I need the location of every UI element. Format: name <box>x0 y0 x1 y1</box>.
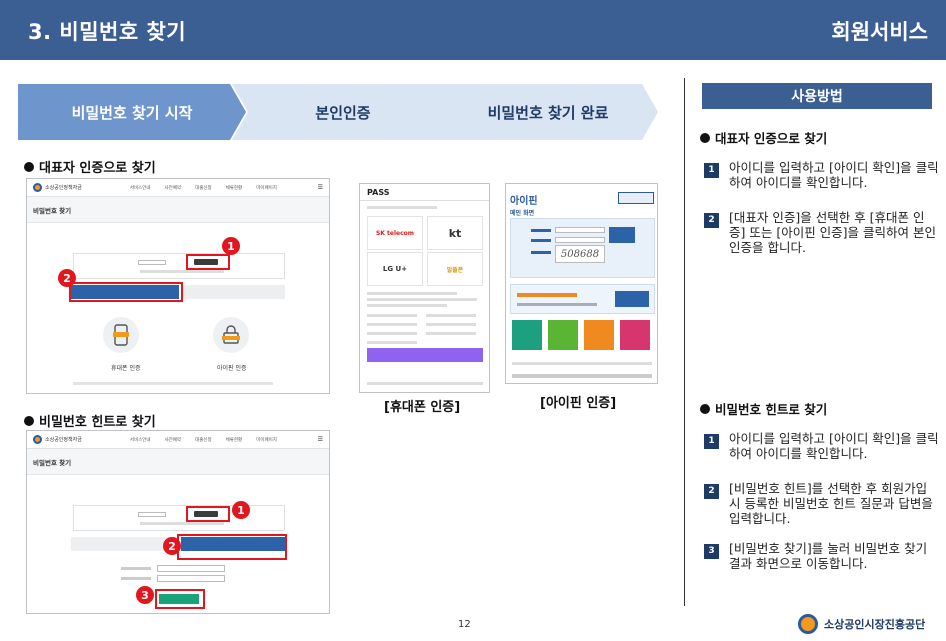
pw-hint-highlight <box>177 534 287 560</box>
ipin-tile-new <box>512 320 542 350</box>
ipin-simple-auth <box>510 284 655 314</box>
step-number-badge: 1 <box>704 434 719 449</box>
footer-logo: 소상공인시장진흥공단 <box>798 614 925 634</box>
mock-rep-screen: 소상공인정책자금 서비스안내 사전예약 대출신청 체류현황 마이페이지 ☰ 비밀… <box>26 178 330 394</box>
page-title: 3. 비밀번호 찾기 <box>28 20 187 44</box>
bullet-icon <box>24 162 34 172</box>
rp-hint-head: 비밀번호 힌트로 찾기 <box>700 399 827 418</box>
step-number-badge: 1 <box>704 163 719 178</box>
bullet-icon <box>700 404 710 414</box>
step-number-badge: 3 <box>704 544 719 559</box>
org-logo-icon <box>798 614 818 634</box>
step-number-badge: 2 <box>704 484 719 499</box>
find-pw-button <box>159 594 199 604</box>
ipin-brand: 아이핀 <box>510 196 538 207</box>
step-start-label: 비밀번호 찾기 시작 <box>71 103 193 122</box>
id-hint-text <box>140 270 224 273</box>
section-rep-label: 대표자 인증으로 찾기 <box>24 157 156 176</box>
find-pw-highlight <box>155 589 205 609</box>
ipin-auth-icon <box>213 317 249 353</box>
ipin-login-box: 508688 <box>510 218 655 278</box>
rp-hint-item-2: 2 [비밀번호 힌트]를 선택한 후 회원가입 시 등록한 비밀번호 힌트 질문… <box>704 481 939 526</box>
mock-ipin-screen: 아이핀 메인 화면 508688 <box>505 183 658 384</box>
carrier-kt: kt <box>427 216 483 250</box>
bullet-icon <box>24 416 34 426</box>
rp-rep-item-2: 2 [대표자 인증]을 선택한 후 [휴대폰 인증] 또는 [아이핀 인증]을 … <box>704 210 939 255</box>
tab-pw-hint <box>181 537 285 551</box>
step-badge-1: 1 <box>222 237 240 255</box>
site-logo-icon <box>33 183 42 192</box>
mock-hint-screen: 소상공인정책자금 서비스안내 사전예약 대출신청 체류현황 마이페이지 ☰ 비밀… <box>26 430 330 614</box>
mock-nav: 서비스안내 사전예약 대출신청 체류현황 마이페이지 <box>129 185 277 191</box>
divider <box>684 78 685 606</box>
ipin-login-button <box>609 227 635 243</box>
ipin-subtitle: 메인 화면 <box>510 210 535 217</box>
mock-nav: 서비스안내 사전예약 대출신청 체류현황 마이페이지 <box>129 437 277 443</box>
mock-topbar: 소상공인정책자금 서비스안내 사전예약 대출신청 체류현황 마이페이지 ☰ <box>27 179 329 197</box>
ipin-captcha: 508688 <box>555 245 605 263</box>
id-form <box>73 505 285 531</box>
tab-rep-auth <box>71 285 179 299</box>
progress-steps: 비밀번호 찾기 시작 본인인증 비밀번호 찾기 완료 <box>18 84 658 140</box>
rp-hint-item-3: 3 [비밀번호 찾기]를 눌러 비밀번호 찾기 결과 화면으로 이동합니다. <box>704 541 939 571</box>
ipin-auth-label: 아이핀 인증 <box>217 365 247 372</box>
rp-rep-item-1: 1 아이디를 입력하고 [아이디 확인]을 클릭하여 아이디를 확인합니다. <box>704 160 939 190</box>
step-badge-2: 2 <box>163 537 181 555</box>
page-number: 12 <box>458 619 471 630</box>
step-start: 비밀번호 찾기 시작 <box>18 84 246 140</box>
phone-auth-label: 휴대폰 인증 <box>111 365 141 372</box>
mock-pass-screen: PASS SK telecom kt LG U+ 알뜰폰 <box>359 183 490 393</box>
step-complete-label: 비밀번호 찾기 완료 <box>487 103 609 122</box>
step-verify: 본인인증 <box>232 84 454 140</box>
tab-pw-hint <box>181 285 285 299</box>
page-header: 3. 비밀번호 찾기 회원서비스 <box>0 0 946 60</box>
tab-rep-auth <box>71 537 179 551</box>
caption-phone: [휴대폰 인증] <box>384 400 461 415</box>
pass-title: PASS <box>367 188 390 197</box>
ipin-tile-lock <box>620 320 650 350</box>
id-confirm-button <box>194 259 218 265</box>
phone-auth-icon <box>103 317 139 353</box>
bullet-icon <box>700 133 710 143</box>
carrier-skt: SK telecom <box>367 216 423 250</box>
ipin-brand-badge <box>618 192 654 204</box>
ipin-tile-search <box>548 320 578 350</box>
rp-hint-item-1: 1 아이디를 입력하고 [아이디 확인]을 클릭하여 아이디를 확인합니다. <box>704 431 939 461</box>
step-badge-3: 3 <box>136 586 154 604</box>
section-title: 회원서비스 <box>831 20 928 44</box>
usage-header: 사용방법 <box>702 83 932 109</box>
site-logo-icon <box>33 435 42 444</box>
section-hint-label: 비밀번호 힌트로 찾기 <box>24 411 156 430</box>
step-badge-1: 1 <box>232 501 250 519</box>
caption-ipin: [아이핀 인증] <box>540 396 617 411</box>
menu-icon: ☰ <box>317 184 323 191</box>
step-badge-2: 2 <box>58 269 76 287</box>
id-form <box>73 253 285 279</box>
carrier-mvno: 알뜰폰 <box>427 252 483 286</box>
step-number-badge: 2 <box>704 213 719 228</box>
mock-topbar: 소상공인정책자금 서비스안내 사전예약 대출신청 체류현황 마이페이지 ☰ <box>27 431 329 449</box>
id-input <box>138 260 166 265</box>
rep-auth-highlight <box>69 282 183 302</box>
ipin-tile-manage <box>584 320 614 350</box>
step-complete: 비밀번호 찾기 완료 <box>438 84 658 140</box>
rp-rep-head: 대표자 인증으로 찾기 <box>700 128 827 147</box>
carrier-lgu: LG U+ <box>367 252 423 286</box>
pass-start-button <box>367 348 483 362</box>
step-verify-label: 본인인증 <box>315 103 371 122</box>
mock-subtitle: 비밀번호 찾기 <box>27 197 329 223</box>
id-confirm-highlight <box>186 506 230 522</box>
mock-subtitle: 비밀번호 찾기 <box>27 449 329 475</box>
footnote <box>73 382 273 385</box>
id-confirm-highlight <box>186 254 230 270</box>
menu-icon: ☰ <box>317 436 323 443</box>
